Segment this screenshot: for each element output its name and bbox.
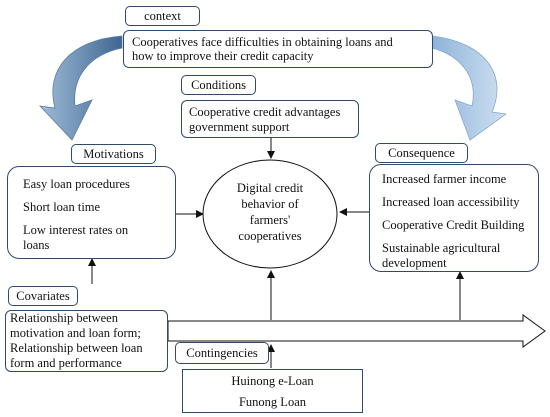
- contingency-item-2: Funong Loan: [238, 395, 306, 409]
- covariates-line-1: Relationship between: [10, 311, 118, 325]
- context-label: context: [125, 6, 200, 26]
- conditions-label-text: Conditions: [191, 77, 246, 92]
- consequence-item-3: Cooperative Credit Building: [382, 218, 525, 232]
- center-line-3: farmers': [249, 213, 291, 227]
- context-label-text: context: [144, 8, 181, 23]
- context-box: Cooperatives face difficulties in obtain…: [123, 30, 433, 68]
- conditions-label: Conditions: [181, 75, 256, 95]
- covariates-line-2: motivation and loan form;: [10, 326, 141, 340]
- conditions-line-1: Cooperative credit advantages: [189, 105, 341, 119]
- timeline-block-arrow: [167, 314, 546, 348]
- context-line-2: how to improve their credit capacity: [132, 49, 314, 63]
- consequence-item-1: Increased farmer income: [382, 172, 507, 186]
- center-line-4: cooperatives: [238, 229, 302, 243]
- motivations-box: Easy loan procedures Short loan time Low…: [7, 166, 176, 259]
- center-line-2: behavior of: [241, 197, 299, 211]
- conditions-box: Cooperative credit advantages government…: [181, 100, 359, 138]
- covariates-label: Covariates: [8, 286, 78, 306]
- curved-arrow-right: [431, 35, 508, 141]
- covariates-line-3: Relationship between loan: [10, 341, 143, 355]
- center-ellipse: [202, 159, 338, 269]
- context-line-1: Cooperatives face difficulties in obtain…: [132, 35, 393, 49]
- conditions-line-2: government support: [189, 120, 290, 134]
- motivations-label: Motivations: [71, 144, 156, 164]
- consequence-label: Consequence: [375, 143, 468, 163]
- consequence-item-2: Increased loan accessibility: [382, 195, 520, 209]
- motivation-item-3-cont: loans: [23, 238, 50, 252]
- consequence-item-4: Sustainable agricultural: [382, 241, 501, 255]
- motivation-item-1: Easy loan procedures: [23, 177, 130, 191]
- contingencies-label-text: Contingencies: [186, 345, 258, 360]
- contingency-item-1: Huinong e-Loan: [231, 374, 314, 388]
- consequence-item-4-cont: development: [382, 256, 447, 270]
- motivations-label-text: Motivations: [83, 146, 144, 161]
- consequence-box: Increased farmer income Increased loan a…: [369, 164, 539, 272]
- contingencies-box: Huinong e-Loan Funong Loan: [182, 369, 363, 413]
- motivation-item-2: Short loan time: [23, 200, 101, 214]
- center-line-1: Digital credit: [236, 181, 304, 195]
- consequence-label-text: Consequence: [388, 145, 455, 160]
- covariates-box: Relationship between motivation and loan…: [5, 310, 168, 372]
- curved-arrow-left: [38, 35, 123, 141]
- contingencies-label: Contingencies: [175, 342, 269, 364]
- motivation-item-3: Low interest rates on: [23, 223, 129, 237]
- covariates-label-text: Covariates: [16, 288, 70, 303]
- covariates-line-4: form and performance: [10, 356, 122, 370]
